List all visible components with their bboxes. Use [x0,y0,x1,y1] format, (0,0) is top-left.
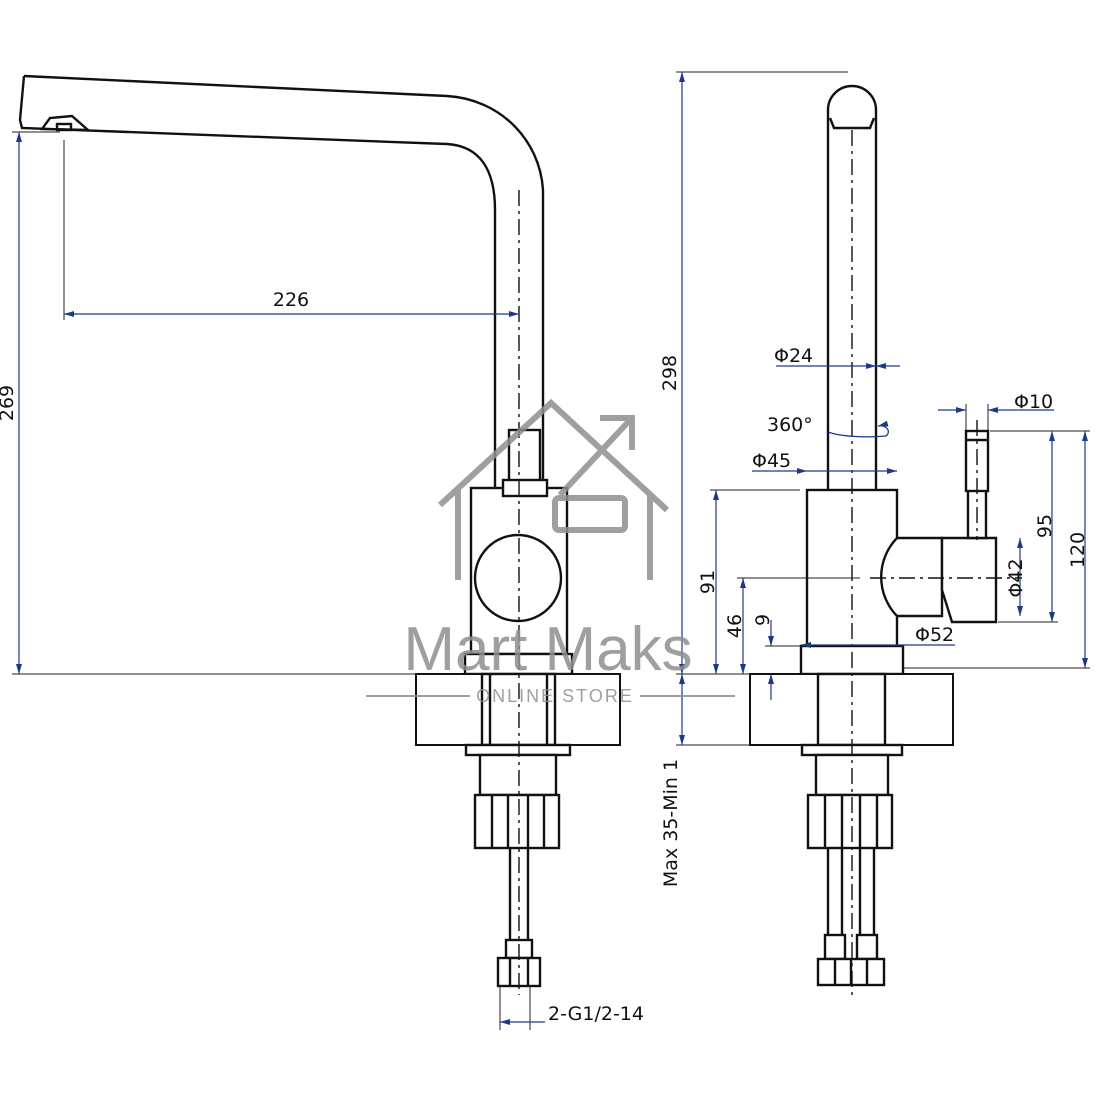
dim-d24: Φ24 [774,345,813,367]
house-icon [437,398,670,580]
lever-block [940,536,998,624]
side-view [18,74,621,995]
dim-226: 226 [273,289,309,311]
dim-95: 95 [1034,514,1056,538]
dim-46: 46 [724,614,746,638]
front-dimensions: 298 Max 35-Min 1 Φ24 360° Φ45 Φ10 95 120 [659,71,1090,887]
watermark: Mart Maks ONLINE STORE [366,398,735,706]
watermark-brand: Mart Maks [403,615,692,684]
dim-91: 91 [697,570,719,594]
cartridge-cap [473,533,563,623]
countertop-right [554,673,621,746]
spout-inner-outline [18,75,497,488]
spout-head [826,84,878,490]
countertop-left [415,673,483,746]
rotation-arrow [827,420,889,438]
dim-d45: Φ45 [752,450,791,472]
dim-d52: Φ52 [915,624,954,646]
side-dimensions: 226 269 2-G1/2-14 [0,131,644,1030]
mounting-nut [473,793,561,850]
aerator-outlet [55,122,73,132]
aerator [39,114,92,132]
cartridge-housing [879,536,944,618]
dim-thread: 2-G1/2-14 [548,1003,644,1025]
front-nut [806,793,894,850]
spout-joint [501,478,549,498]
washer [464,743,572,757]
arrow-icon [557,415,635,498]
dim-360: 360° [767,414,813,436]
dim-9: 9 [752,614,774,626]
dim-countertop: Max 35-Min 1 [660,759,682,887]
dim-d10: Φ10 [1014,391,1053,413]
watermark-tagline: ONLINE STORE [476,686,634,706]
box-icon [552,495,628,533]
front-countertop-right [884,673,954,746]
front-view [749,84,1022,995]
spout-outline [23,74,545,488]
dim-120: 120 [1067,532,1089,568]
nut-neck [478,753,558,797]
dim-269: 269 [0,385,18,421]
front-countertop-left [749,673,819,746]
dim-d42: Φ42 [1005,558,1027,597]
dim-298: 298 [659,355,681,391]
